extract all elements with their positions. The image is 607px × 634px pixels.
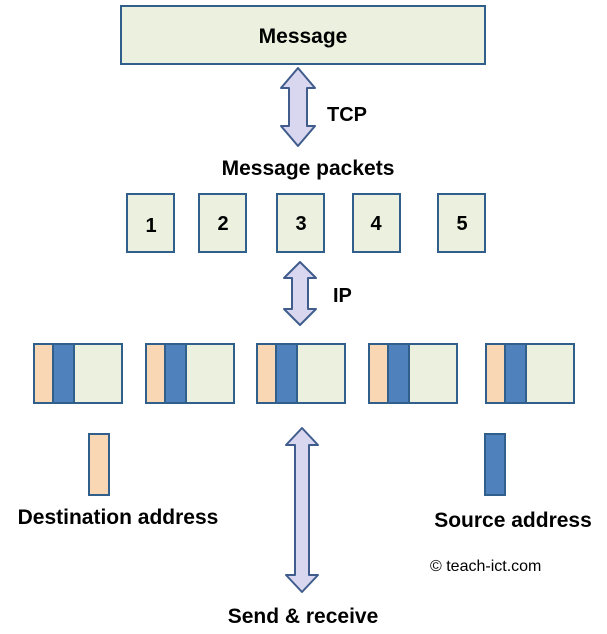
ip-packet-2	[145, 343, 235, 404]
packet-1: 1	[126, 193, 175, 253]
ip-packet-4	[368, 343, 458, 404]
source-address-field	[52, 343, 75, 404]
ip-packet-5	[485, 343, 575, 404]
source-address-field	[504, 343, 527, 404]
destination-address-field	[145, 343, 166, 404]
source-legend-swatch	[484, 433, 506, 496]
ip-double-arrow	[283, 261, 317, 326]
packet-number: 4	[370, 213, 382, 235]
packet-3: 3	[276, 193, 325, 253]
destination-address-label: Destination address	[18, 506, 219, 529]
destination-address-field	[33, 343, 54, 404]
packet-number: 2	[217, 213, 228, 235]
message-label: Message	[259, 25, 348, 48]
send-receive-double-arrow	[285, 427, 319, 593]
message-box	[120, 5, 486, 65]
send-receive-label: Send & receive	[228, 605, 379, 628]
destination-address-field	[256, 343, 277, 404]
packet-4: 4	[352, 193, 401, 253]
ip-packet-1	[33, 343, 123, 404]
packet-5: 5	[437, 193, 486, 253]
packet-number: 5	[456, 213, 467, 235]
packet-2: 2	[198, 193, 247, 253]
destination-legend-swatch	[88, 433, 110, 496]
ip-label: IP	[333, 285, 352, 307]
destination-address-field	[485, 343, 506, 404]
tcp-double-arrow	[280, 67, 316, 147]
destination-address-field	[368, 343, 389, 404]
ip-packet-3	[256, 343, 346, 404]
source-address-field	[387, 343, 410, 404]
packets-title: Message packets	[222, 157, 395, 180]
copyright-text: © teach-ict.com	[430, 558, 541, 575]
source-address-field	[164, 343, 187, 404]
packet-number: 1	[145, 215, 156, 237]
source-address-field	[275, 343, 298, 404]
source-address-label: Source address	[434, 509, 592, 532]
tcp-label: TCP	[327, 104, 367, 126]
packet-number: 3	[295, 213, 306, 235]
